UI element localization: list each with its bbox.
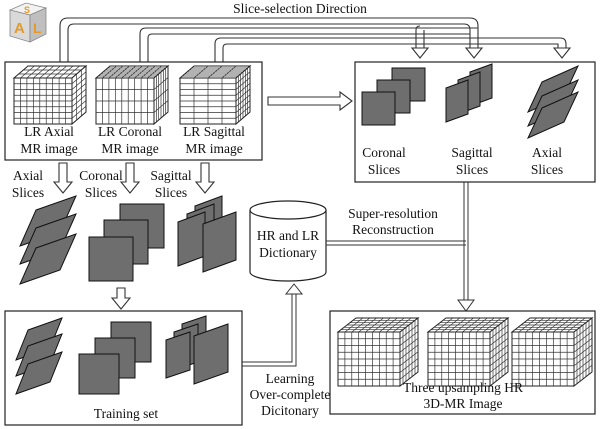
slice-selection-label: Slice-selection Direction (233, 1, 367, 16)
coronal-slices-label-2: Slices (368, 162, 400, 177)
lr-axial-label-2: MR image (20, 141, 77, 156)
hr-cube-3 (510, 316, 594, 388)
sagittal-slices-label-1: Sagittal (451, 145, 492, 160)
dictionary-label-2: Dictionary (259, 245, 317, 260)
lr-axial-label-1: LR Axial (24, 124, 74, 139)
down-arrows-upper (52, 162, 216, 194)
logo-letter-s: S (24, 5, 30, 15)
learning-label-2: Over-complete (250, 387, 331, 402)
left-sagittal-label-1: Sagittal (150, 168, 191, 183)
lr-sagittal-label-2: MR image (185, 141, 242, 156)
coronal-slices-stack (361, 67, 426, 126)
lr-coronal-label-1: LR Coronal (98, 124, 162, 139)
axial-slices-stack (526, 65, 580, 139)
training-sagittal-stack (165, 315, 229, 385)
dictionary-label-1: HR and LR (257, 228, 319, 243)
axial-slices-label-1: Axial (532, 145, 562, 160)
training-axial-stack (15, 317, 63, 395)
left-sagittal-stack (177, 195, 237, 273)
hr-output-label-1: Three upsampling HR (403, 380, 523, 395)
left-coronal-label-2: Slices (85, 185, 117, 200)
sal-logo: S A L (8, 2, 48, 43)
sagittal-slices-label-2: Slices (456, 162, 488, 177)
learning-label-3: Dicitonary (261, 403, 319, 418)
super-resolution-label-1: Super-resolution (348, 206, 438, 221)
slice-selection-arrows (59, 17, 572, 62)
lr-sagittal-cube (178, 64, 252, 126)
dictionary-to-reconstruction-line (326, 240, 466, 246)
lr-sagittal-label-1: LR Sagittal (183, 124, 245, 139)
coronal-slices-label-1: Coronal (362, 145, 406, 160)
hr-cube-1 (336, 316, 420, 388)
left-coronal-stack (88, 203, 165, 282)
slices-to-hr-line (457, 182, 475, 312)
lr-coronal-cube (94, 64, 170, 126)
hr-output-label-2: 3D-MR Image (423, 396, 502, 411)
learning-label-1: Learning (266, 371, 315, 386)
lr-axial-cube (12, 64, 88, 126)
axial-slices-label-2: Slices (531, 162, 563, 177)
lr-to-slices-arrow (267, 90, 353, 112)
hr-cube-2 (426, 316, 510, 388)
left-axial-label-1: Axial (13, 168, 43, 183)
left-sagittal-label-2: Slices (155, 185, 187, 200)
super-resolution-label-2: Reconstruction (352, 222, 434, 237)
lr-coronal-label-2: MR image (101, 141, 158, 156)
logo-letter-a: A (14, 20, 25, 37)
logo-letter-l: L (33, 20, 42, 36)
dictionary-cylinder (249, 200, 327, 282)
sagittal-slices-stack (445, 63, 493, 123)
training-set-label: Training set (94, 406, 159, 421)
left-coronal-label-1: Coronal (79, 168, 123, 183)
left-axial-label-2: Slices (12, 185, 44, 200)
left-axial-stack (19, 195, 77, 285)
learning-arrow (242, 283, 304, 367)
to-training-arrow (110, 287, 132, 310)
training-coronal-stack (78, 321, 152, 395)
